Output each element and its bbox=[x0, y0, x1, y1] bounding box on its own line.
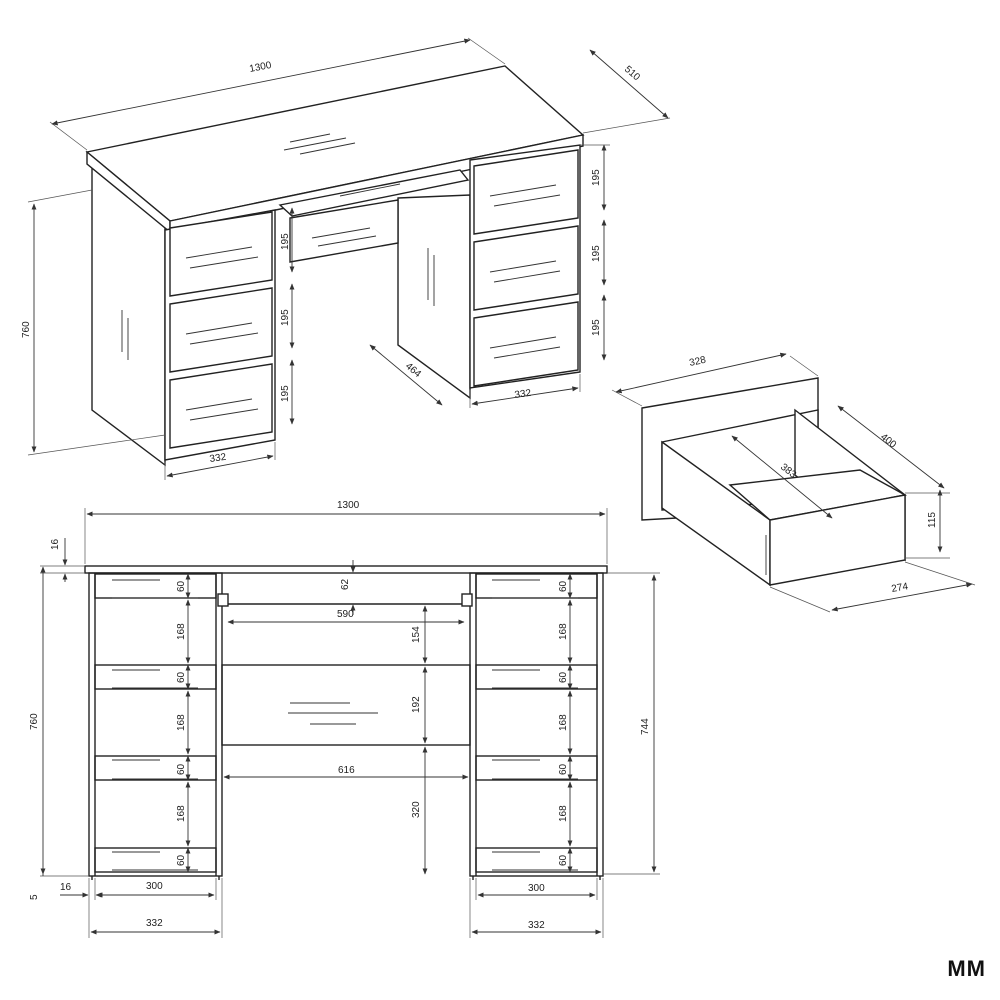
dim-left-rail-2: 60 bbox=[176, 671, 187, 683]
dim-front-height: 760 bbox=[29, 713, 40, 730]
dim-left-front-1: 168 bbox=[176, 623, 187, 640]
dim-drawer-width: 328 bbox=[688, 355, 707, 369]
dim-iso-width: 1300 bbox=[248, 60, 272, 75]
dim-right-front-2: 168 bbox=[558, 714, 569, 731]
dim-iso-side-depth: 464 bbox=[403, 361, 423, 380]
dim-right-front-1: 168 bbox=[558, 623, 569, 640]
dim-right-rail-1: 60 bbox=[558, 580, 569, 592]
dim-drawer-height: 115 bbox=[927, 512, 938, 528]
dim-front-width: 1300 bbox=[337, 500, 360, 511]
dim-drawer-bottom: 274 bbox=[891, 581, 910, 595]
dim-right-rail-4: 60 bbox=[558, 854, 569, 866]
dim-front-tray-width: 590 bbox=[337, 609, 354, 620]
dim-left-rail-4: 60 bbox=[176, 854, 187, 866]
dim-front-foot: 5 bbox=[29, 894, 40, 900]
dim-left-front-3: 168 bbox=[176, 805, 187, 822]
isometric-desk-view: 1300 510 760 195 195 195 195 195 195 464… bbox=[21, 37, 671, 480]
dim-front-drawer-inner-left: 300 bbox=[146, 881, 163, 892]
keyboard-tray bbox=[278, 169, 470, 217]
dim-front-center-width: 616 bbox=[338, 765, 355, 776]
dim-iso-dh1: 195 bbox=[280, 233, 291, 250]
dim-front-top-thickness: 16 bbox=[50, 538, 61, 550]
dim-iso-dh3: 195 bbox=[280, 385, 291, 402]
dim-front-drawer-inner-right: 300 bbox=[528, 883, 545, 894]
brand-logo: MM bbox=[947, 956, 986, 981]
dim-front-pedestal-left: 332 bbox=[146, 918, 163, 929]
dim-iso-pedestal-left: 332 bbox=[209, 452, 227, 465]
dim-right-front-3: 168 bbox=[558, 805, 569, 822]
dim-front-legroom: 320 bbox=[411, 801, 422, 818]
dim-iso-dh6: 195 bbox=[591, 319, 602, 336]
dim-iso-dh4: 195 bbox=[591, 169, 602, 186]
dim-left-rail-1: 60 bbox=[176, 580, 187, 592]
dim-iso-pedestal-right: 332 bbox=[514, 388, 532, 401]
dim-left-rail-3: 60 bbox=[176, 763, 187, 775]
front-elevation-view: 1300 16 760 5 744 62 590 154 192 320 616… bbox=[29, 500, 660, 938]
dim-right-rail-2: 60 bbox=[558, 671, 569, 683]
dim-right-rail-3: 60 bbox=[558, 763, 569, 775]
dim-front-pedestal-right: 332 bbox=[528, 920, 545, 931]
dim-iso-dh2: 195 bbox=[280, 309, 291, 326]
dim-front-side-thickness: 16 bbox=[60, 882, 72, 893]
dim-front-inner-height: 744 bbox=[640, 718, 651, 735]
dim-front-center-drawer: 192 bbox=[411, 696, 422, 713]
drawer-detail-view: 383 328 400 115 274 bbox=[611, 352, 976, 613]
dim-left-front-2: 168 bbox=[176, 714, 187, 731]
dim-front-gap: 154 bbox=[411, 626, 422, 643]
front-desktop bbox=[84, 565, 608, 574]
front-center-drawer bbox=[221, 664, 471, 746]
dim-iso-dh5: 195 bbox=[591, 245, 602, 262]
dim-drawer-depth: 400 bbox=[878, 432, 898, 451]
dim-front-tray-height: 62 bbox=[340, 578, 351, 590]
dim-iso-height: 760 bbox=[21, 321, 32, 338]
